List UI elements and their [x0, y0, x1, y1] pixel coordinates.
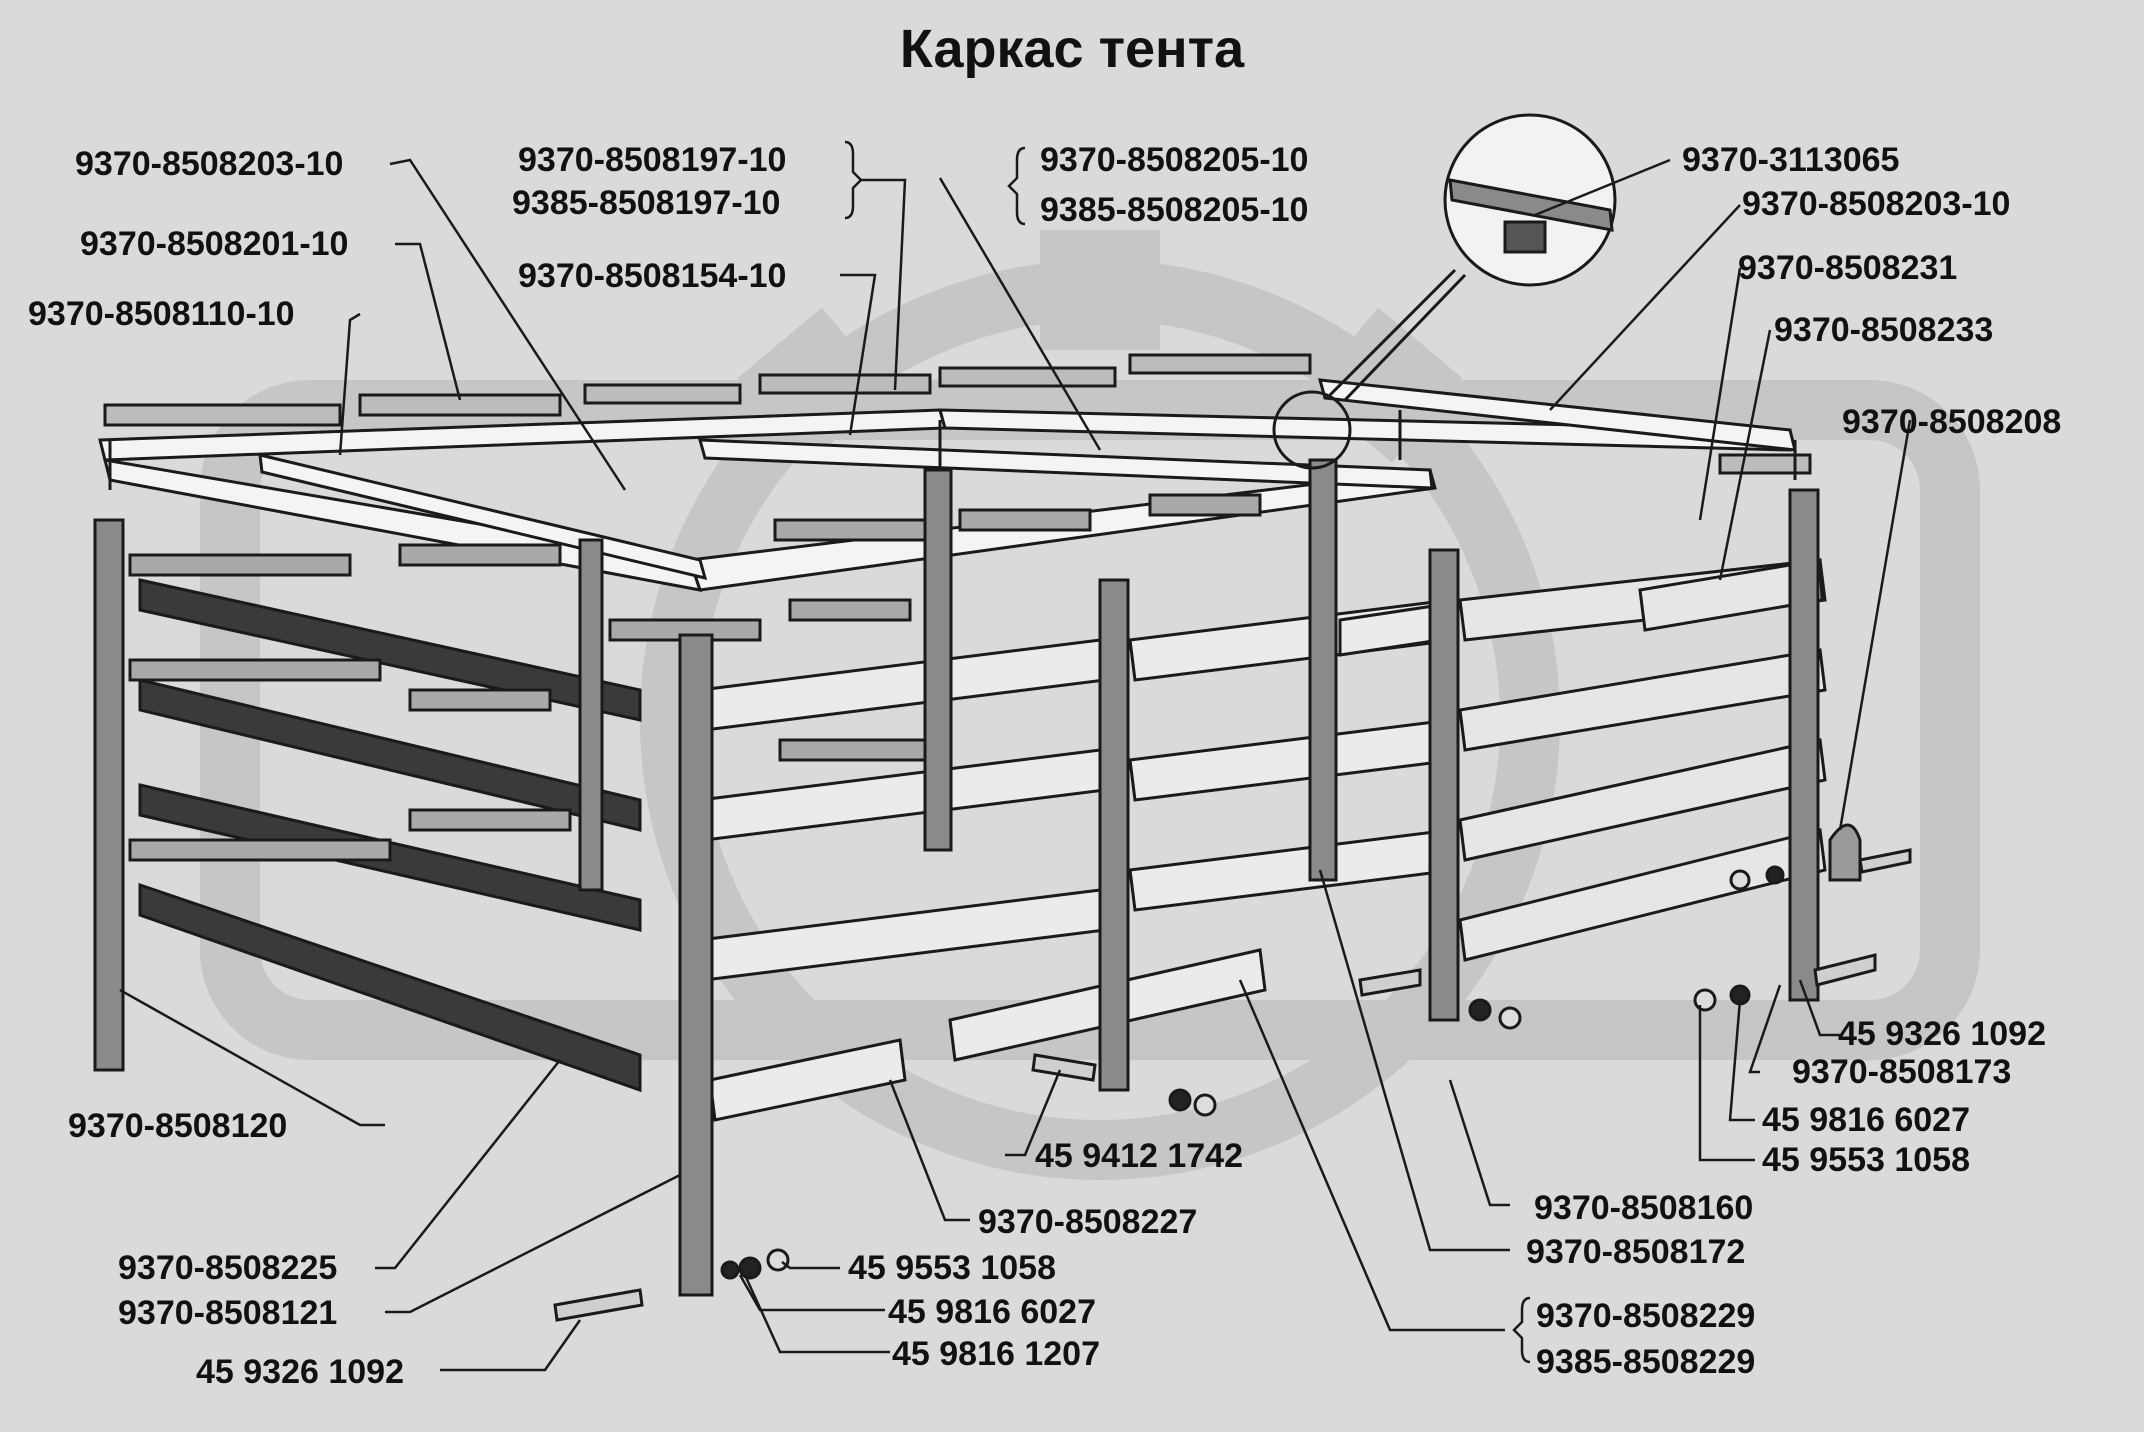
- label-9370-8508172: 9370-8508172: [1526, 1233, 1746, 1271]
- vertical-posts: [93, 458, 1820, 1297]
- label-45-9326-1092-right: 45 9326 1092: [1838, 1015, 2046, 1053]
- label-45-9816-6027-left: 45 9816 6027: [888, 1293, 1096, 1331]
- fasteners: [553, 823, 1912, 1322]
- label-9370-8508201-10: 9370-8508201-10: [80, 225, 349, 263]
- label-9385-8508197-10: 9385-8508197-10: [512, 184, 781, 222]
- label-9370-8508229: 9370-8508229: [1536, 1297, 1756, 1335]
- page-title: Каркас тента: [899, 19, 1245, 79]
- label-9370-8508231: 9370-8508231: [1738, 249, 1958, 287]
- label-9370-8508173: 9370-8508173: [1792, 1053, 2012, 1091]
- label-9370-8508227: 9370-8508227: [978, 1203, 1198, 1241]
- label-9370-8508203-10-right: 9370-8508203-10: [1742, 185, 2011, 223]
- label-45-9816-1207: 45 9816 1207: [892, 1335, 1100, 1373]
- label-9385-8508229: 9385-8508229: [1536, 1343, 1756, 1381]
- label-9370-8508110-10: 9370-8508110-10: [28, 295, 295, 333]
- label-45-9553-1058-left: 45 9553 1058: [848, 1249, 1056, 1287]
- label-9370-8508154-10: 9370-8508154-10: [518, 257, 787, 295]
- label-9370-8508208: 9370-8508208: [1842, 403, 2062, 441]
- label-9370-8508120: 9370-8508120: [68, 1107, 288, 1145]
- roof-top-bars: [108, 410, 1797, 490]
- right-side-boards: [1458, 558, 1827, 962]
- label-9370-8508197-10: 9370-8508197-10: [518, 141, 787, 179]
- leader-lines: [119, 140, 1912, 1372]
- detail-magnifier: [1272, 113, 1617, 470]
- label-45-9816-6027-right: 45 9816 6027: [1762, 1101, 1970, 1139]
- label-9370-8508205-10: 9370-8508205-10: [1040, 141, 1309, 179]
- label-45-9326-1092-left: 45 9326 1092: [196, 1353, 404, 1391]
- label-9370-3113065: 9370-3113065: [1682, 141, 1900, 179]
- label-9370-8508225: 9370-8508225: [118, 1249, 338, 1287]
- label-45-9553-1058-right: 45 9553 1058: [1762, 1141, 1970, 1179]
- roof-slats: [103, 353, 1812, 475]
- label-9370-8508203-10-left: 9370-8508203-10: [75, 145, 344, 183]
- label-9370-8508233: 9370-8508233: [1774, 311, 1994, 349]
- label-9370-8508160: 9370-8508160: [1534, 1189, 1754, 1227]
- label-9370-8508121: 9370-8508121: [118, 1294, 338, 1332]
- label-45-9412-1742: 45 9412 1742: [1035, 1137, 1243, 1175]
- label-9385-8508205-10: 9385-8508205-10: [1040, 191, 1309, 229]
